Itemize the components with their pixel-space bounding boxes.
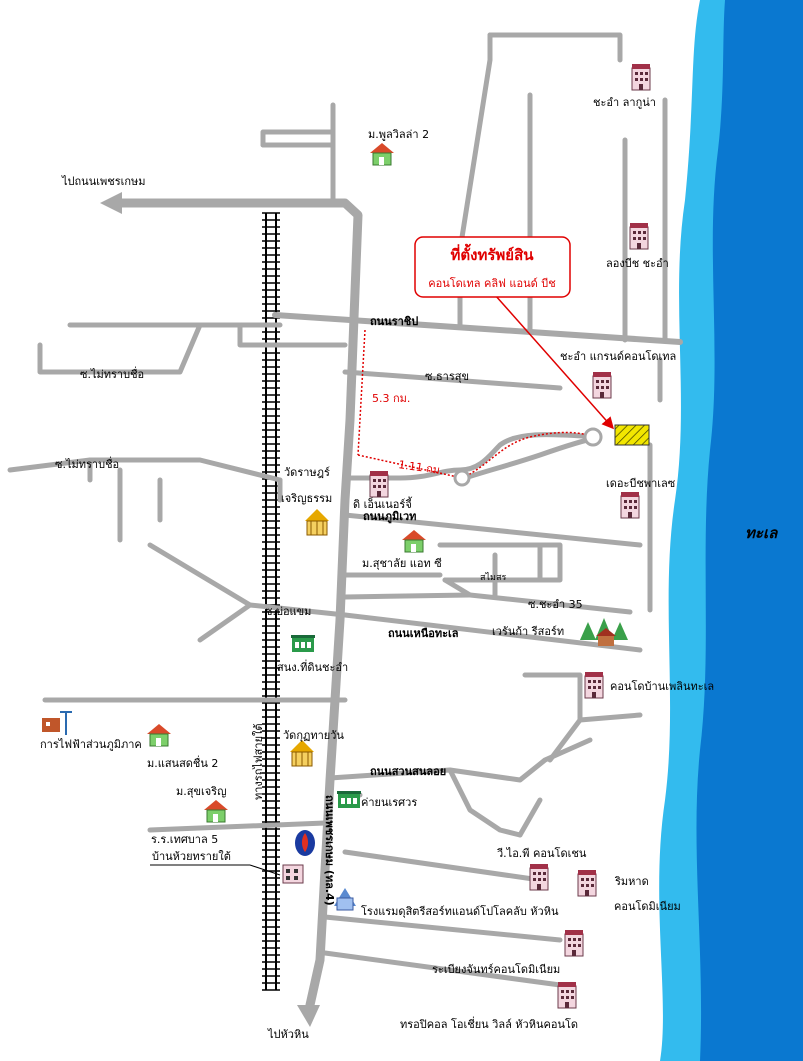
main-roads [100, 192, 683, 1027]
label-cha-am-laguna: ชะอำ ลากูน่า [593, 96, 656, 109]
minor-roads [7, 32, 668, 988]
label-wat-rat: วัดราษฎร์ [284, 466, 330, 479]
label-long-beach: ลองบีช ชะอำ [606, 257, 669, 270]
label-vip-condo: วี.ไอ.พี คอนโดเชน [496, 846, 587, 860]
label-m-suchalai: ม.สุชาลัย แอท ซี [362, 557, 442, 570]
title-sub: คอนโดเทล คลิฟ แอนด์ บีช [428, 276, 555, 290]
label-beach-palace: เดอะบีชพาเลซ [606, 477, 676, 490]
label-soi-unknown-1: ซ.ไม่ทราบชื่อ [80, 366, 144, 381]
label-condo-ban-ploen: คอนโดบ้านเพลินทะเล [610, 679, 714, 693]
label-railway: ทางรถไฟสายใต้ [252, 723, 265, 800]
label-phetkasem-vertical: ถนนเพชรเกษม (ทล.4) [323, 795, 336, 906]
label-condominium: คอนโดมิเนียม [614, 899, 681, 913]
label-rimhat: ริมหาด [614, 875, 649, 888]
label-electricity: การไฟฟ้าส่วนภูมิภาค [40, 738, 142, 751]
road-labels: ไปถนนเพชรเกษม ไปหัวหิน ถนนราชิป ซ.ไม่ทรา… [55, 175, 583, 1041]
ban-huaisai-icon [282, 864, 304, 884]
railway [262, 212, 280, 991]
distance-vertical: 5.3 กม. [372, 392, 410, 405]
title-box: ที่ตั้งทรัพย์สิน คอนโดเทล คลิฟ แอนด์ บีช [414, 236, 571, 298]
label-tropical: ทรอปิคอล โอเชี่ยน วิลล์ หัวหินคอนโด [400, 1016, 578, 1031]
label-phumiwet: ถนนภูมิเวท [363, 510, 416, 524]
electricity-icon [42, 711, 72, 735]
sea [659, 0, 803, 1061]
label-rachapip: ถนนราชิป [370, 315, 418, 328]
label-to-phetkasem: ไปถนนเพชรเกษม [61, 175, 146, 188]
distance-markers: 5.3 กม. 1.11 กม. [357, 329, 603, 487]
label-dusit: โรงแรมดุสิตรีสอร์ทแอนด์โปโลคลับ หัวหิน [361, 904, 559, 918]
label-camp-naresuan: ค่ายนเรศวร [361, 796, 417, 809]
label-soi-chaam35: ซ.ชะอำ 35 [528, 598, 583, 611]
label-municipal-office: สนง.ที่ดินชะอำ [277, 659, 348, 674]
label-the-energy: ดิ เอ็นเนอร์จี้ [353, 496, 413, 511]
map-icons [42, 63, 651, 1009]
label-ban-huaisai: บ้านห้วยทรายใต้ [152, 850, 231, 863]
label-suan-son-noi: ถนนสวนสนลอย [370, 765, 446, 778]
label-rabiang: ระเบียงจันทร์คอนโดมิเนียม [432, 962, 560, 976]
varanka-icon [580, 618, 628, 646]
label-school: ร.ร.เทศบาล 5 [151, 833, 218, 846]
property-marker[interactable] [494, 294, 650, 446]
sea-label: ทะเล [745, 524, 778, 542]
label-soi-boinam: ซ.บ่อแขม [265, 605, 311, 618]
dusit-icon [334, 888, 356, 911]
label-nuea-thale: ถนนเหนือทะเล [388, 627, 459, 640]
label-m-sukcharoen: ม.สุขเจริญ [176, 785, 226, 798]
label-soi-thansuk: ซ.ธารสุข [425, 370, 469, 383]
label-somsri: สไมสร [480, 572, 506, 583]
title-main: ที่ตั้งทรัพย์สิน [451, 243, 535, 264]
label-wat-kutthayawan: วัดกุฏทายวัน [283, 729, 344, 742]
label-soi-unknown-2: ซ.ไม่ทราบชื่อ [55, 456, 119, 471]
label-pool-villa: ม.พูลวิลล่า 2 [368, 128, 429, 141]
label-charoen-tham: เจริญธรรม [281, 492, 332, 505]
ptt-icon [295, 830, 315, 856]
label-m-saensuk: ม.แสนสดชื่น 2 [147, 755, 218, 770]
place-labels: ชะอำ ลากูน่า ม.พูลวิลล่า 2 ลองบีช ชะอำ ช… [40, 96, 714, 1031]
label-to-huahin: ไปหัวหิน [267, 1028, 309, 1041]
distance-horizontal: 1.11 กม. [398, 458, 445, 477]
label-varanka: เวรันก้า รีสอร์ท [492, 625, 564, 638]
label-grand-condotel: ชะอำ แกรนด์คอนโดเทล [560, 349, 676, 363]
